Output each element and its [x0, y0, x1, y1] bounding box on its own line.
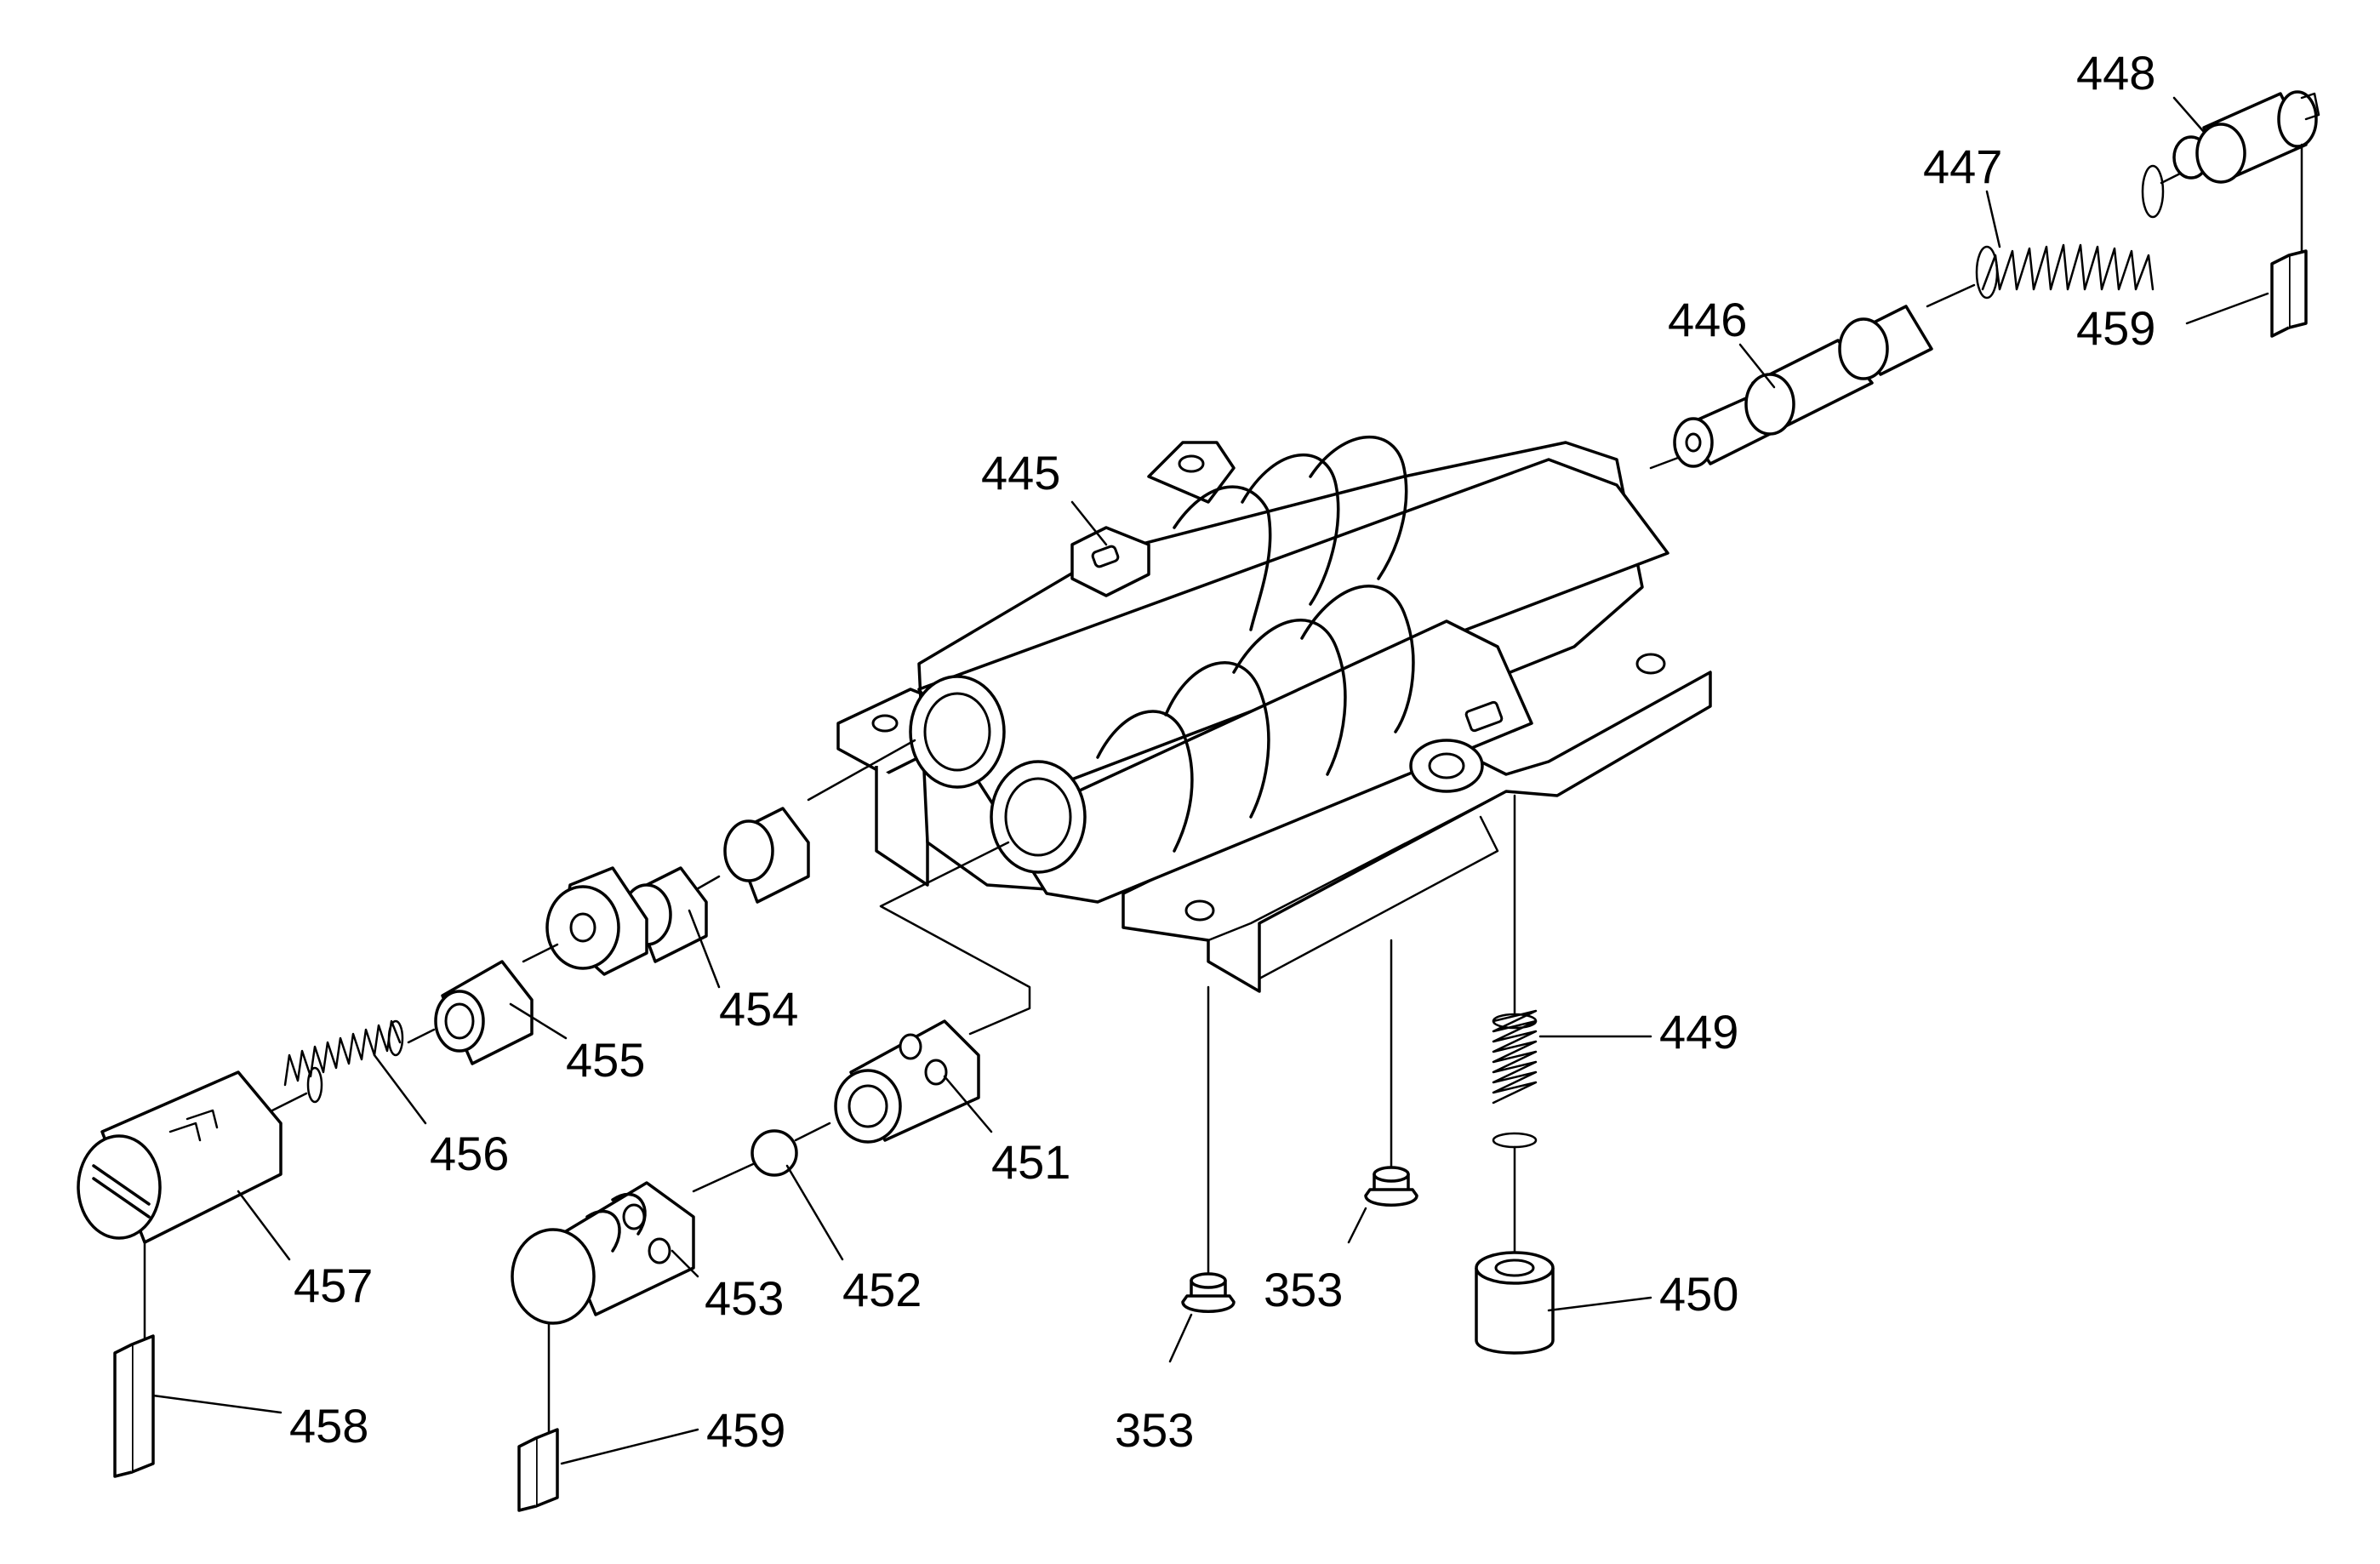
callout-353-left: 353	[1115, 1403, 1194, 1457]
callout-448: 448	[2076, 46, 2155, 100]
callout-445: 445	[981, 446, 1060, 499]
upper-right-valve-train	[1649, 90, 2320, 470]
callout-449: 449	[1659, 1005, 1738, 1059]
left-lower-valve-train	[511, 841, 1031, 1512]
callout-labels: 445 446 447 448 459 449 450 451 452 453 …	[289, 46, 2155, 1457]
callout-453: 453	[705, 1271, 784, 1325]
callout-451: 451	[991, 1135, 1070, 1189]
callout-458: 458	[289, 1399, 368, 1453]
callout-457: 457	[294, 1259, 373, 1312]
callout-456: 456	[430, 1127, 509, 1180]
callout-450: 450	[1659, 1267, 1738, 1321]
callout-454: 454	[719, 982, 798, 1036]
callout-455: 455	[566, 1033, 645, 1087]
valve-body	[836, 436, 1712, 993]
callout-459-upper: 459	[2076, 301, 2155, 355]
left-upper-valve-train	[77, 739, 916, 1478]
callout-452: 452	[842, 1263, 922, 1316]
callout-459-lower: 459	[706, 1403, 785, 1457]
callout-353-center: 353	[1264, 1263, 1343, 1316]
leader-lines	[151, 96, 2269, 1465]
callout-447: 447	[1923, 140, 2002, 193]
lower-right-parts	[1181, 794, 1555, 1355]
callout-446: 446	[1668, 293, 1747, 346]
